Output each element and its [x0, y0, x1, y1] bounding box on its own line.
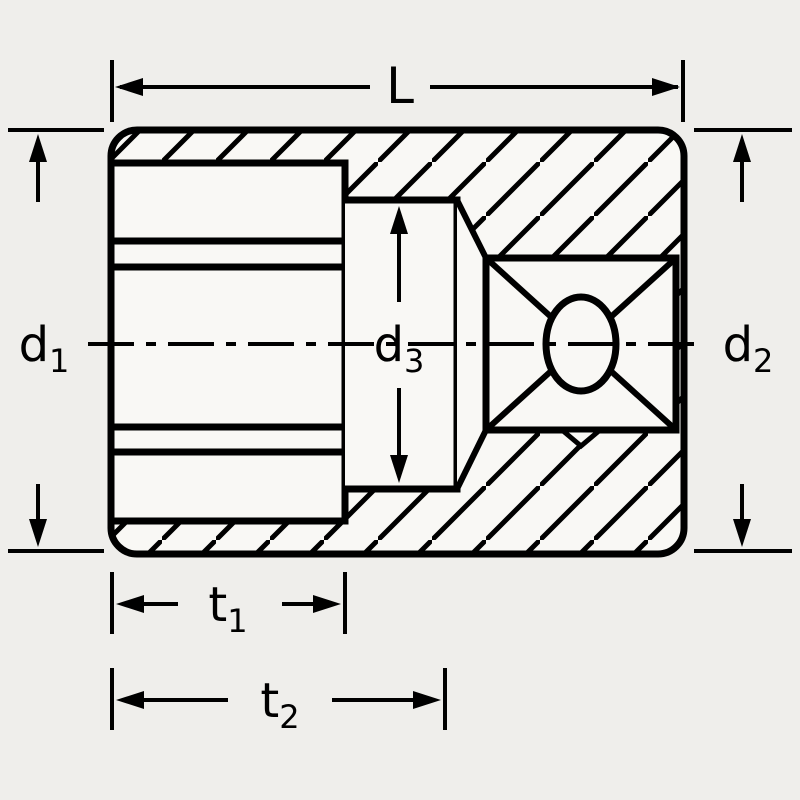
- dimension-t1: t1: [110, 572, 347, 640]
- label-t1: t1: [208, 577, 247, 640]
- label-d3-base: d: [374, 317, 404, 373]
- d3-arrowhead-down-icon: [390, 455, 408, 483]
- t1-arrowhead-right-icon: [313, 595, 341, 613]
- d1-arrowhead-down-icon: [29, 519, 47, 547]
- label-d2-sub: 2: [753, 342, 773, 380]
- label-d3-sub: 3: [404, 342, 424, 380]
- dimension-d1: d1: [8, 128, 104, 553]
- label-d1: d1: [19, 317, 70, 380]
- label-d1-sub: 1: [49, 342, 69, 380]
- label-d3: d3: [374, 317, 425, 380]
- dimension-d2: d2: [694, 128, 792, 553]
- label-t2-base: t: [260, 673, 279, 729]
- dimension-d3: d3: [374, 206, 425, 483]
- label-d2: d2: [723, 317, 774, 380]
- taper-neck-bottom-edge: [454, 428, 489, 491]
- t1-arrowhead-left-icon: [116, 595, 144, 613]
- dimension-t2: t2: [110, 668, 447, 736]
- dimension-L: L: [110, 57, 685, 122]
- label-t1-base: t: [208, 577, 227, 633]
- L-arrowhead-right-icon: [652, 78, 680, 96]
- d3-arrowhead-up-icon: [390, 206, 408, 234]
- label-d1-base: d: [19, 317, 49, 373]
- d2-arrowhead-up-icon: [733, 134, 751, 162]
- label-t2-sub: 2: [279, 698, 299, 736]
- label-t1-sub: 1: [227, 602, 247, 640]
- t2-arrowhead-right-icon: [413, 691, 441, 709]
- d1-arrowhead-up-icon: [29, 134, 47, 162]
- L-arrowhead-left-icon: [115, 78, 143, 96]
- label-t2: t2: [260, 673, 299, 736]
- t2-arrowhead-left-icon: [116, 691, 144, 709]
- label-d2-base: d: [723, 317, 753, 373]
- taper-neck-top-edge: [454, 198, 489, 260]
- d2-arrowhead-down-icon: [733, 519, 751, 547]
- label-L: L: [386, 57, 414, 115]
- detent-notch: [555, 427, 607, 450]
- square-drive-recess: [482, 254, 680, 450]
